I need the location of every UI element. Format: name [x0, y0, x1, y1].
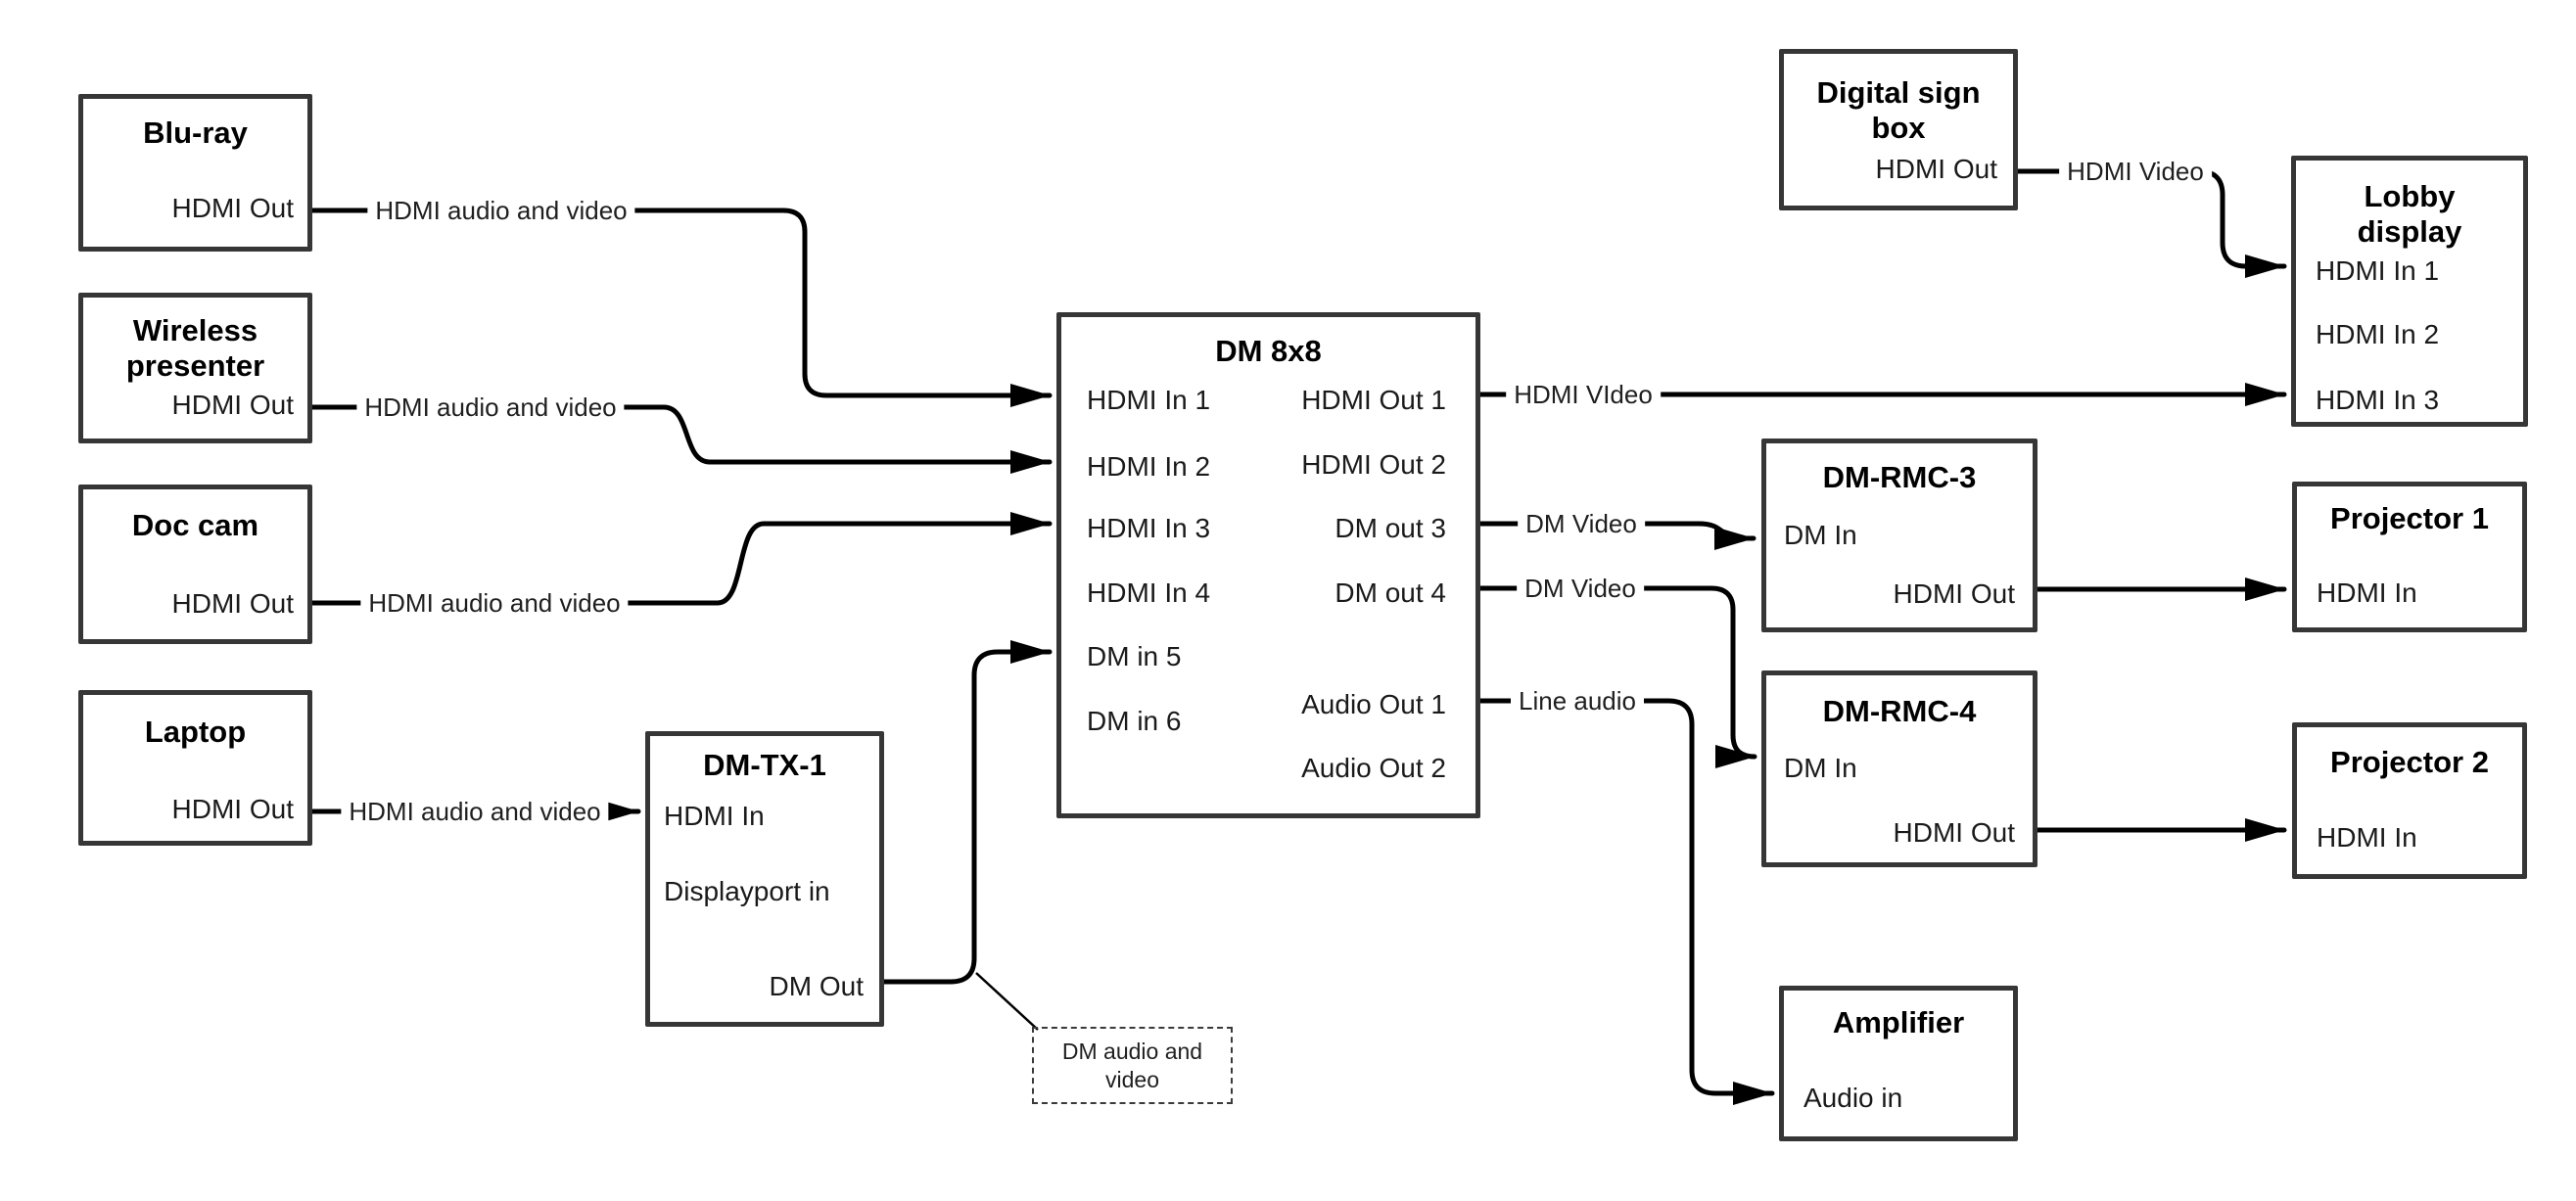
dmrmc4-port-dm-in: DM In [1784, 753, 1857, 783]
node-dmrmc3: DM-RMC-3 DM In HDMI Out [1761, 439, 2037, 632]
dm8x8-port-hdmi-in4: HDMI In 4 [1087, 577, 1211, 608]
dm8x8-port-audio-out2: Audio Out 2 [1301, 753, 1446, 783]
dm8x8-port-hdmi-in1: HDMI In 1 [1087, 385, 1211, 415]
dm8x8-port-hdmi-in3: HDMI In 3 [1087, 513, 1211, 543]
node-dmtx1: DM-TX-1 HDMI In Displayport in DM Out [645, 731, 884, 1027]
node-projector2: Projector 2 HDMI In [2292, 722, 2527, 879]
node-doccam-title: Doc cam [131, 508, 259, 542]
node-dmrmc3-title: DM-RMC-3 [1822, 460, 1977, 494]
connector-dm8x8-aout1-to-amplifier [1477, 698, 1775, 1105]
edge-label-doccam-hdmi-av: HDMI audio and video [360, 587, 629, 619]
node-amplifier-title: Amplifier [1832, 1005, 1965, 1039]
connector-bluray-to-dm8x8-in1 [309, 208, 1053, 407]
edge-label-dm-video-out4: DM Video [1517, 573, 1644, 604]
callout-leader-line [975, 972, 1039, 1031]
node-dmrmc4: DM-RMC-4 DM In HDMI Out [1761, 670, 2037, 867]
dmrmc3-port-hdmi-out: HDMI Out [1893, 578, 2015, 609]
node-projector1: Projector 1 HDMI In [2292, 482, 2527, 632]
projector1-port-hdmi-in: HDMI In [2317, 577, 2417, 608]
connector-wireless-to-dm8x8-in2 [309, 404, 1053, 474]
laptop-port-hdmi-out: HDMI Out [171, 794, 294, 824]
dm8x8-port-audio-out1: Audio Out 1 [1301, 689, 1446, 719]
node-dm8x8: DM 8x8 HDMI In 1 HDMI In 2 HDMI In 3 HDM… [1056, 312, 1480, 818]
dmrmc4-port-hdmi-out: HDMI Out [1893, 817, 2015, 848]
callout-dm-audio-and-video: DM audio and video [1032, 1027, 1233, 1104]
node-laptop: Laptop HDMI Out [78, 690, 312, 846]
bluray-port-hdmi-out: HDMI Out [171, 193, 294, 223]
dmtx1-port-hdmi-in: HDMI In [664, 801, 765, 831]
dm8x8-port-hdmi-in2: HDMI In 2 [1087, 451, 1211, 482]
dm8x8-port-dm-out4: DM out 4 [1335, 577, 1446, 608]
dm8x8-port-dm-in5: DM in 5 [1087, 641, 1182, 671]
wireless-port-hdmi-out: HDMI Out [171, 390, 294, 420]
node-dmtx1-title: DM-TX-1 [703, 748, 826, 782]
node-doccam: Doc cam HDMI Out [78, 485, 312, 644]
node-laptop-title: Laptop [144, 715, 247, 749]
edge-label-hdmi-video-out1: HDMI VIdeo [1506, 379, 1661, 410]
lobby-port-hdmi-in3: HDMI In 3 [2316, 385, 2440, 415]
edge-label-bluray-hdmi-av: HDMI audio and video [367, 195, 635, 226]
node-lobby-title: Lobby display [2357, 179, 2462, 249]
edge-label-dm-video-out3: DM Video [1518, 508, 1645, 539]
dmtx1-port-dm-out: DM Out [769, 971, 864, 1001]
connector-dm8x8-out3-to-dmrmc3-dmin [1477, 521, 1756, 550]
edge-label-digitalsign-hdmi-video: HDMI Video [2059, 156, 2212, 187]
edge-label-laptop-hdmi-av: HDMI audio and video [341, 796, 609, 827]
node-lobby-display: Lobby display HDMI In 1 HDMI In 2 HDMI I… [2291, 156, 2528, 427]
node-dmrmc4-title: DM-RMC-4 [1822, 694, 1977, 728]
connector-doccam-to-dm8x8-in3 [309, 512, 1053, 606]
amplifier-port-audio-in: Audio in [1803, 1083, 1903, 1113]
dm8x8-port-dm-in6: DM in 6 [1087, 706, 1182, 736]
dm8x8-port-hdmi-out1: HDMI Out 1 [1301, 385, 1446, 415]
lobby-port-hdmi-in1: HDMI In 1 [2316, 255, 2440, 286]
edge-label-wireless-hdmi-av: HDMI audio and video [356, 392, 625, 423]
dm8x8-port-dm-out3: DM out 3 [1335, 513, 1446, 543]
node-projector2-title: Projector 2 [2330, 745, 2489, 779]
node-dm8x8-title: DM 8x8 [1215, 334, 1322, 368]
doccam-port-hdmi-out: HDMI Out [171, 588, 294, 619]
digital-sign-port-hdmi-out: HDMI Out [1875, 154, 1997, 184]
projector2-port-hdmi-in: HDMI In [2317, 822, 2417, 853]
node-wireless-title: Wireless presenter [125, 313, 265, 383]
node-wireless-presenter: Wireless presenter HDMI Out [78, 293, 312, 443]
node-projector1-title: Projector 1 [2330, 501, 2489, 535]
connector-dm8x8-out4-to-dmrmc4-dmin [1477, 585, 1757, 768]
edge-label-line-audio: Line audio [1511, 685, 1644, 716]
node-bluray-title: Blu-ray [143, 115, 248, 150]
dm8x8-port-hdmi-out2: HDMI Out 2 [1301, 449, 1446, 480]
lobby-port-hdmi-in2: HDMI In 2 [2316, 319, 2440, 349]
dmrmc3-port-dm-in: DM In [1784, 520, 1857, 550]
node-digital-sign-box: Digital sign box HDMI Out [1779, 49, 2018, 210]
node-amplifier: Amplifier Audio in [1779, 986, 2018, 1141]
node-digital-sign-title: Digital sign box [1816, 75, 1981, 145]
connector-dmtx1-dmout-to-dm8x8-in5 [881, 640, 1053, 985]
callout-text: DM audio and video [1061, 1038, 1203, 1092]
node-bluray: Blu-ray HDMI Out [78, 94, 312, 252]
dmtx1-port-displayport-in: Displayport in [664, 876, 830, 906]
